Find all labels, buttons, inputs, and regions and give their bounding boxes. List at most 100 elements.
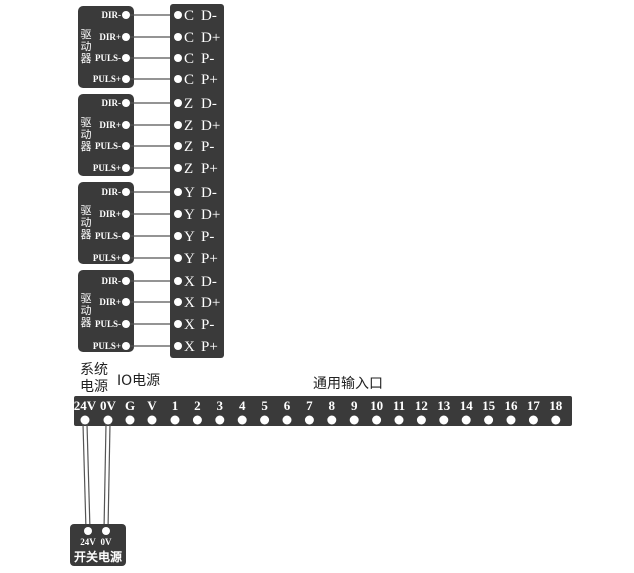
driver-pin-terminal [122, 342, 130, 350]
axis-letter: Y [184, 185, 195, 201]
driver-pin-terminal [122, 210, 130, 218]
driver-box [78, 182, 134, 264]
io-bar-label: G [125, 398, 135, 413]
driver-label-char: 驱 [81, 116, 92, 129]
axis-terminal [174, 33, 182, 41]
psu-terminal [84, 527, 92, 535]
axis-letter: C [184, 8, 194, 24]
psu-wire [103, 423, 107, 531]
psu-wire [86, 423, 91, 531]
driver-pin-terminal [122, 320, 130, 328]
driver-pin-terminal [122, 121, 130, 129]
io-bar-label: 13 [437, 398, 451, 413]
psu-label: 开关电源 [74, 549, 122, 564]
driver-box [78, 94, 134, 176]
io-bar-label: 14 [460, 398, 474, 413]
driver-pin-terminal [122, 298, 130, 306]
axis-signal: D- [201, 96, 217, 112]
driver-pin-terminal [122, 232, 130, 240]
io-bar-terminal [125, 415, 135, 425]
axis-signal: P- [201, 317, 214, 333]
axis-terminal [174, 210, 182, 218]
axis-signal: P+ [201, 72, 218, 88]
driver-label-char: 动 [81, 216, 92, 229]
io-bar-terminal [147, 415, 157, 425]
io-bar-label: V [147, 398, 157, 413]
axis-block-panel [170, 4, 224, 358]
axis-signal: D- [201, 8, 217, 24]
driver-box [78, 6, 134, 88]
io-bar-label: 16 [505, 398, 519, 413]
io-bar-label: 8 [329, 398, 336, 413]
io-bar-terminal [260, 415, 270, 425]
general-input-heading: 通用输入口 [313, 376, 383, 392]
io-bar-terminal [192, 415, 202, 425]
axis-letter: X [184, 274, 195, 290]
io-bar-terminal [282, 415, 292, 425]
io-bar-label: 11 [393, 398, 405, 413]
axis-letter: Y [184, 251, 195, 267]
axis-letter: Z [184, 96, 193, 112]
axis-terminal [174, 232, 182, 240]
driver-pin-label: PULS- [95, 319, 121, 329]
axis-letter: Y [184, 229, 195, 245]
axis-terminal [174, 99, 182, 107]
driver-pin-label: DIR+ [99, 120, 121, 130]
axis-terminal [174, 11, 182, 19]
io-bar-terminal [215, 415, 225, 425]
psu-wire [107, 423, 111, 531]
axis-terminal [174, 75, 182, 83]
driver-pin-label: PULS+ [93, 253, 121, 263]
axis-letter: C [184, 51, 194, 67]
driver-pin-terminal [122, 188, 130, 196]
io-bar-label: 4 [239, 398, 246, 413]
io-bar-label: 0V [100, 398, 117, 413]
io-bar-terminal [304, 415, 314, 425]
io-bar-terminal [461, 415, 471, 425]
axis-terminal [174, 320, 182, 328]
driver-pin-terminal [122, 164, 130, 172]
psu-box [70, 524, 126, 566]
io-bar-label: 7 [306, 398, 313, 413]
axis-letter: X [184, 317, 195, 333]
io-bar-label: 18 [549, 398, 563, 413]
axis-letter: X [184, 295, 195, 311]
driver-pin-label: PULS+ [93, 74, 121, 84]
driver-label-char: 器 [81, 316, 92, 329]
driver-label-char: 动 [81, 304, 92, 317]
axis-signal: P+ [201, 251, 218, 267]
axis-terminal [174, 254, 182, 262]
psu-terminal-label: 0V [101, 537, 113, 547]
io-bar-label: 10 [370, 398, 383, 413]
io-bar-label: 15 [482, 398, 496, 413]
io-bar-label: 24V [74, 398, 97, 413]
driver-pin-label: PULS- [95, 141, 121, 151]
driver-pin-label: DIR- [102, 10, 122, 20]
axis-letter: C [184, 30, 194, 46]
driver-pin-terminal [122, 33, 130, 41]
driver-pin-label: DIR- [102, 187, 122, 197]
driver-pin-label: PULS- [95, 53, 121, 63]
io-bar-terminal [484, 415, 494, 425]
driver-group: 驱动器DIR-DIR+PULS-PULS+驱动器DIR-DIR+PULS-PUL… [78, 6, 134, 352]
axis-letter: Z [184, 139, 193, 155]
io-bar-terminal [80, 415, 90, 425]
axis-letter: C [184, 72, 194, 88]
driver-label-char: 驱 [81, 204, 92, 217]
driver-label-char: 器 [81, 52, 92, 65]
io-bar-terminal [439, 415, 449, 425]
io-bar-terminal [416, 415, 426, 425]
io-bar-label: 17 [527, 398, 541, 413]
axis-terminal [174, 54, 182, 62]
io-bar-label: 3 [217, 398, 224, 413]
io-bar-terminal [237, 415, 247, 425]
driver-label-char: 驱 [81, 28, 92, 41]
driver-box [78, 270, 134, 352]
io-bar-terminal [327, 415, 337, 425]
io-bar-label: 5 [261, 398, 268, 413]
io-bar-terminal [103, 415, 113, 425]
driver-pin-label: DIR- [102, 276, 122, 286]
